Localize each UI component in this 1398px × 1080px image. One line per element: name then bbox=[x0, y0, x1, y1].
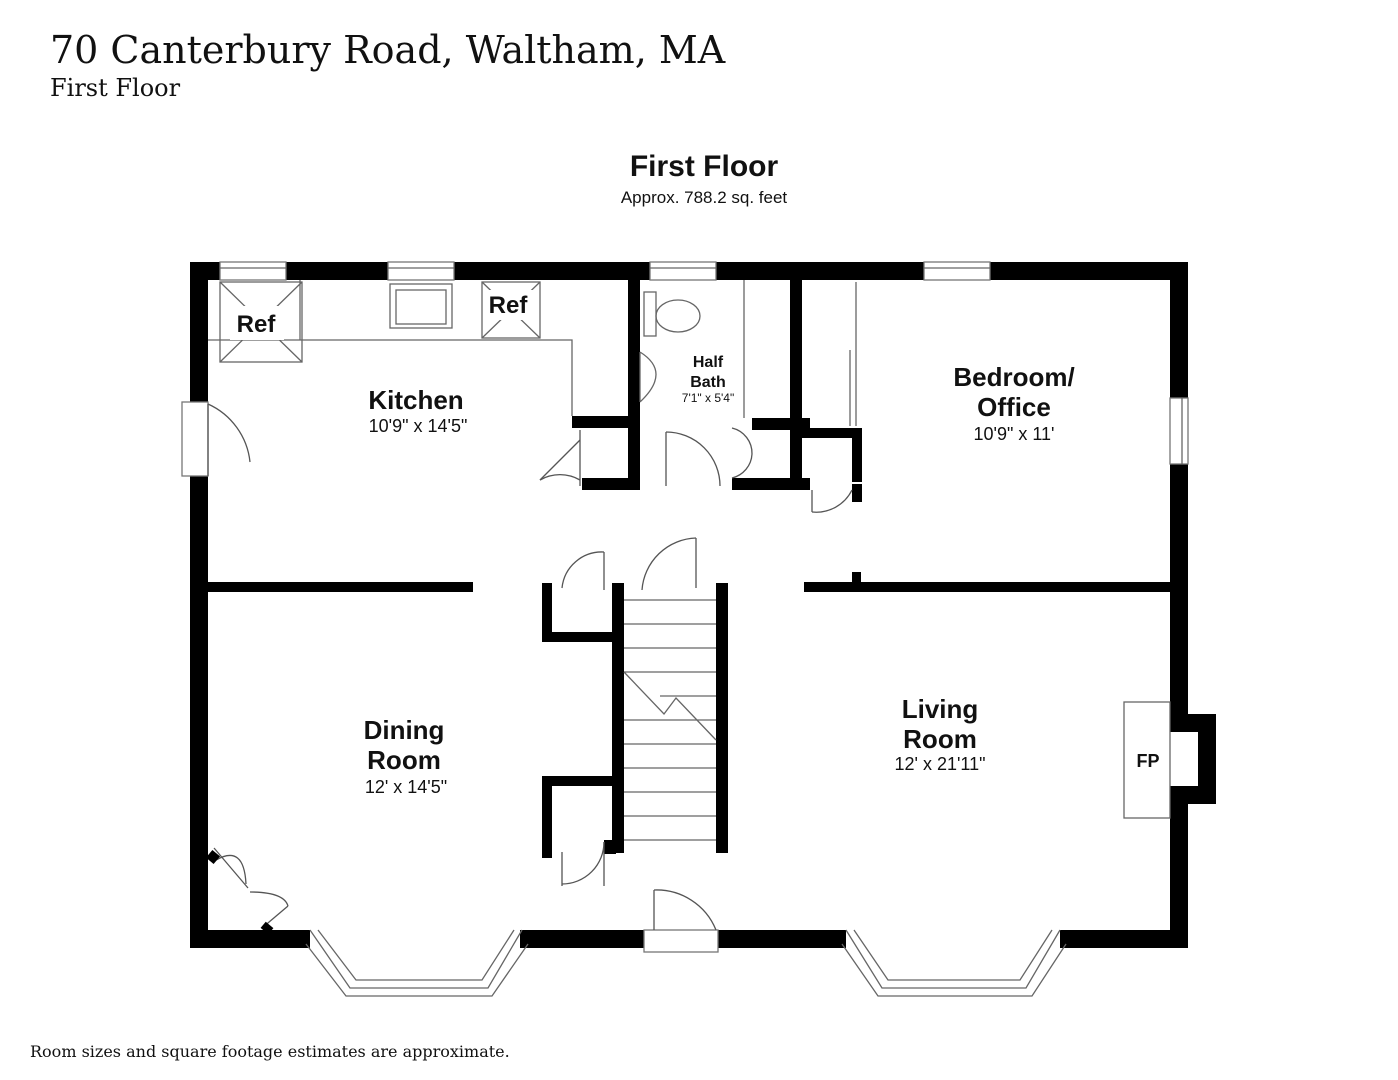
sink-icon bbox=[639, 351, 657, 403]
half-bath-name-2: Bath bbox=[690, 374, 726, 391]
exterior-walls bbox=[190, 262, 1216, 948]
living-dims: 12' x 21'11" bbox=[895, 754, 986, 774]
living-name-1: Living bbox=[902, 694, 979, 724]
ref-left-fixture bbox=[219, 281, 303, 363]
dining-name-1: Dining bbox=[364, 715, 445, 745]
ref-right-label: Ref bbox=[489, 292, 529, 319]
bay-window-living bbox=[841, 929, 1067, 997]
plan-area: Approx. 788.2 sq. feet bbox=[621, 188, 788, 207]
floor-subtitle: First Floor bbox=[50, 74, 181, 102]
windows bbox=[181, 261, 1189, 477]
bedroom-dims: 10'9" x 11' bbox=[974, 424, 1055, 444]
plan-title: First Floor bbox=[630, 150, 779, 183]
bedroom-name-1: Bedroom/ bbox=[953, 362, 1074, 392]
fireplace-label: FP bbox=[1136, 751, 1159, 771]
interior-walls bbox=[208, 280, 1170, 858]
doors bbox=[205, 403, 853, 953]
dining-name-2: Room bbox=[367, 745, 441, 775]
toilet-icon bbox=[643, 291, 701, 337]
half-bath-name-1: Half bbox=[693, 354, 724, 371]
living-name-2: Room bbox=[903, 724, 977, 754]
ref-right-fixture bbox=[481, 281, 541, 339]
kitchen-dims: 10'9" x 14'5" bbox=[369, 416, 468, 436]
dining-dims: 12' x 14'5" bbox=[365, 777, 447, 797]
fireplace-hearth bbox=[1123, 701, 1171, 819]
address-title: 70 Canterbury Road, Waltham, MA bbox=[50, 28, 726, 72]
half-bath-dims: 7'1" x 5'4" bbox=[682, 391, 734, 405]
staircase bbox=[623, 599, 717, 841]
ref-left-label: Ref bbox=[237, 311, 277, 338]
bedroom-name-2: Office bbox=[977, 392, 1051, 422]
kitchen-name: Kitchen bbox=[368, 385, 463, 415]
kitchen-counters bbox=[208, 280, 573, 416]
bay-window-dining bbox=[305, 929, 529, 997]
footer-disclaimer: Room sizes and square footage estimates … bbox=[30, 1042, 510, 1061]
